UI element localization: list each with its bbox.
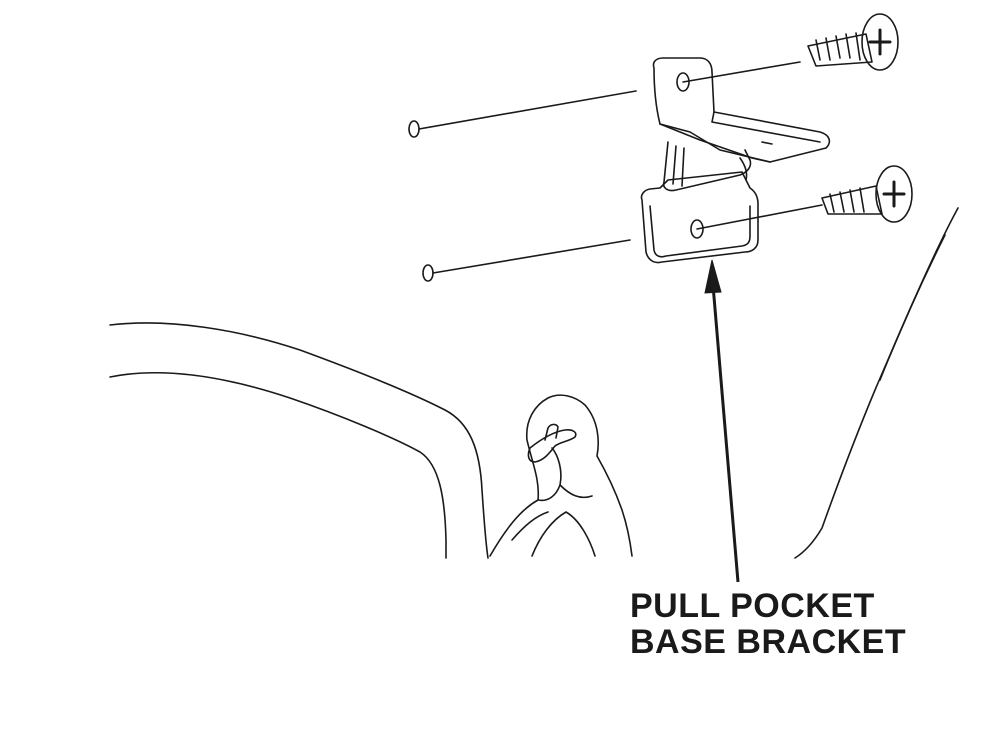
- alignment-line-upper-left: [419, 91, 636, 129]
- bracket-lower-plate: [641, 172, 758, 263]
- callout-arrow: [705, 260, 738, 582]
- hand-fold-4: [512, 512, 548, 540]
- door-trim-inner-line: [110, 373, 446, 558]
- bracket-neck-inner: [673, 146, 747, 186]
- bracket-upper-hole: [677, 73, 689, 91]
- callout-line-2: BASE BRACKET: [630, 623, 907, 661]
- bracket-upper-arm-edge: [712, 112, 820, 142]
- door-panel-edge: [795, 208, 958, 558]
- screw-upper: [808, 14, 898, 70]
- screw-lower: [822, 166, 912, 222]
- bracket-slot-mark: [762, 142, 772, 144]
- clip-nut-lower: [423, 265, 433, 281]
- door-pull-hook-stem: [545, 424, 558, 440]
- hand-fold-3: [532, 512, 595, 556]
- bracket-lower-plate-rim: [650, 206, 750, 257]
- bracket-lower-hole: [691, 220, 703, 238]
- bracket-upper-arm-fold: [660, 124, 770, 162]
- door-trim-outer-line: [110, 323, 488, 558]
- bracket-upper-arm: [653, 58, 829, 162]
- door-pull-hook: [528, 430, 575, 462]
- bracket-neck: [664, 142, 751, 191]
- door-panel-edge-inner: [880, 235, 945, 380]
- hand-fold-1: [538, 448, 561, 500]
- callout-line-1: PULL POCKET: [630, 587, 875, 625]
- alignment-line-upper-right: [683, 62, 800, 82]
- alignment-line-lower-left: [433, 240, 630, 273]
- part-callout-label: PULL POCKET BASE BRACKET: [630, 588, 906, 660]
- clip-nut-upper: [409, 121, 419, 137]
- alignment-line-lower-right: [697, 205, 822, 229]
- hand-fold-2: [560, 485, 592, 497]
